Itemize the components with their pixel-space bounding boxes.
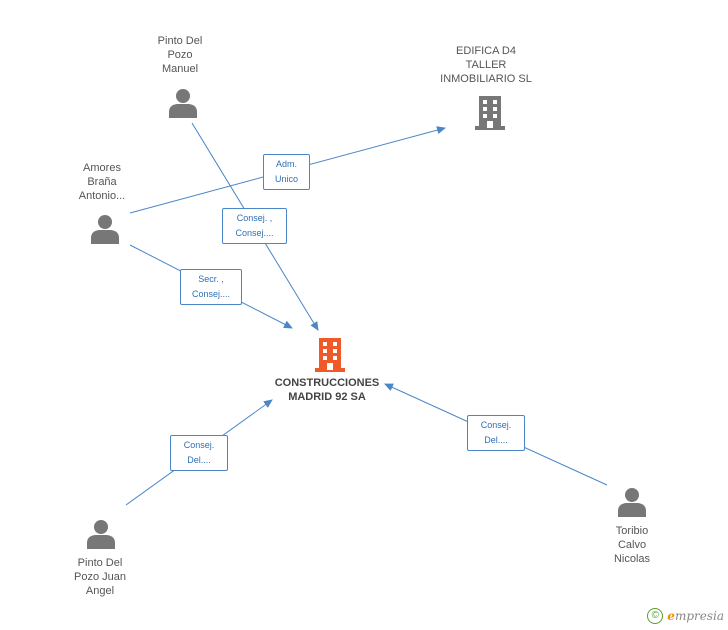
brand-wordmark: empresia [667,609,724,623]
edge-label-consej-manuel[interactable]: Consej. , Consej.... [222,208,287,244]
pinto-juan-label-line: Pinto Del [77,557,123,569]
edifica-company-label[interactable]: EDIFICA D4 TALLER INMOBILIARIO SL [426,44,546,86]
edge-label-adm-unico[interactable]: Adm. Unico [263,154,310,190]
pinto-juan-person-icon[interactable] [86,519,116,554]
pinto-manuel-label-line: Manuel [161,63,199,75]
main-company-label-line: CONSTRUCCIONES [274,377,380,389]
edge-label-secr[interactable]: Secr. , Consej.... [180,269,242,305]
edge-label-line: Consej.... [191,289,231,299]
amores-label[interactable]: Amores Braña Antonio... [52,161,152,203]
toribio-label-line: Nicolas [613,553,651,565]
edifica-label-line: EDIFICA D4 [456,45,516,57]
pinto-manuel-person-icon[interactable] [168,88,198,123]
edge-label-line: Consej.... [235,228,274,238]
pinto-juan-label-line: Pozo Juan [74,571,126,583]
pinto-manuel-label-line: Pozo [167,49,193,61]
toribio-person-icon[interactable] [617,487,647,522]
edge-label-line: Consej. [480,420,512,430]
pinto-manuel-label-line: Pinto Del [157,35,203,47]
pinto-juan-label[interactable]: Pinto Del Pozo Juan Angel [50,556,150,598]
edge-label-line: Del.... [187,455,211,465]
main-company-building-icon[interactable] [315,336,345,377]
main-company-label[interactable]: CONSTRUCCIONES MADRID 92 SA [255,376,399,404]
edifica-label-line: TALLER [465,59,507,71]
amores-label-line: Amores [83,162,121,174]
edge-label-consej-juan[interactable]: Consej. Del.... [170,435,228,471]
edge-label-line: Consej. [183,440,215,450]
edge-label-line: Del.... [484,435,508,445]
empresia-logo[interactable]: © empresia [647,608,724,624]
toribio-label-line: Toribio [615,525,649,537]
amores-label-line: Antonio... [78,190,126,202]
edge-label-line: Secr. , [198,274,224,284]
edge-label-consej-toribio[interactable]: Consej. Del.... [467,415,525,451]
main-company-label-line: MADRID 92 SA [288,391,366,403]
amores-label-line: Braña [87,176,117,188]
brand-initial: e [667,609,675,623]
toribio-label-line: Calvo [617,539,647,551]
edge-label-line: Unico [274,174,298,184]
toribio-label[interactable]: Toribio Calvo Nicolas [582,524,682,566]
brand-name-text: mpresia [674,609,724,623]
pinto-juan-label-line: Angel [85,585,115,597]
edifica-building-icon[interactable] [475,94,505,135]
copyright-icon: © [647,608,664,624]
edge-label-line: Consej. , [236,213,273,223]
edifica-label-line: INMOBILIARIO SL [440,73,532,85]
amores-person-icon[interactable] [90,214,120,249]
edge-label-line: Adm. [275,159,297,169]
pinto-manuel-label[interactable]: Pinto Del Pozo Manuel [130,34,230,76]
